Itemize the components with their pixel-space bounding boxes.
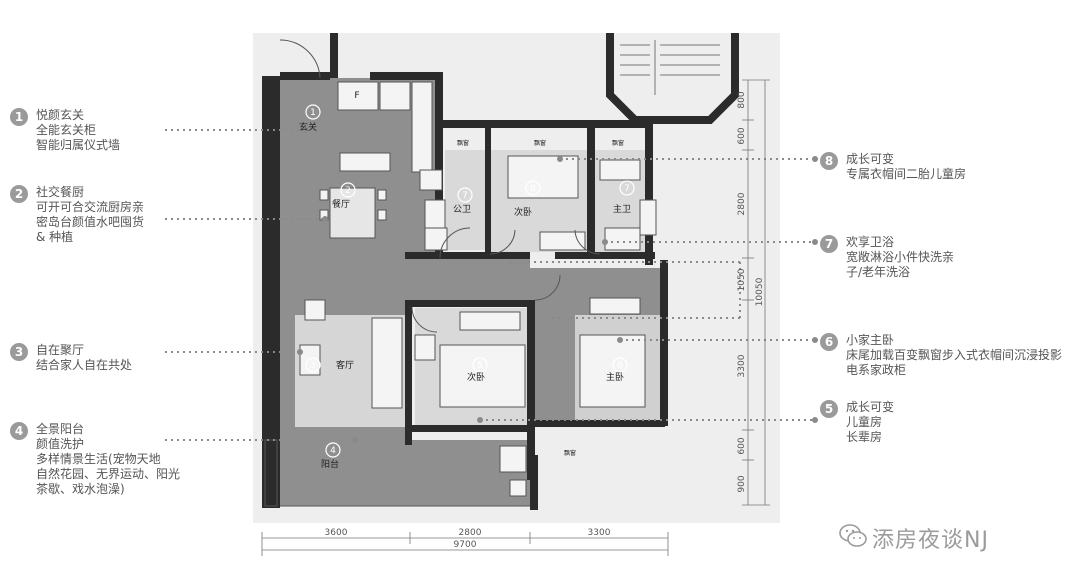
callout-7-line-1: 欢享卫浴 [846,235,895,249]
dim-right-6: 600 [737,437,747,454]
room-label-zhuwo: 主卧 [606,371,624,383]
callout-6-line-1: 小家主卧 [846,333,895,347]
callout-7-line-2: 宽敞淋浴小件快洗亲 [846,250,955,264]
room-label-piaochuang-4: 飘窗 [564,449,576,457]
dim-bottom-2: 2800 [459,528,482,538]
room-num-8: 8 [530,184,536,194]
walls [262,33,668,510]
callout-2-badge: 2 [10,185,28,203]
callout-4-line-5: 茶歇、戏水泡澡) [36,482,125,496]
dim-right-4: 1050 [737,268,747,291]
door-arcs [279,39,601,333]
callout-2-line-1: 社交餐厨 [36,185,85,199]
callout-8-line-1: 成长可变 [846,152,895,166]
room-num-6: 6 [617,361,623,371]
callout-8-line-2: 专属衣帽间二胎儿童房 [846,167,967,181]
callout-4-line-3: 多样情景生活(宠物天地 [36,452,161,466]
right-dimensions [742,79,770,506]
room-num-7a: 7 [462,191,468,201]
dim-right-1: 800 [737,91,747,108]
callout-5-line-3: 长辈房 [846,430,883,444]
room-label-xuanguan: 玄关 [299,121,317,133]
callout-3-line-2: 结合家人自在共处 [36,358,133,372]
callout-7-line-3: 子/老年洗浴 [846,265,911,279]
leader-dots [297,127,818,443]
room-label-piaochuang-2: 飘窗 [534,139,546,147]
callout-4-line-2: 颜值洗护 [36,437,85,451]
room-label-zhuwei: 主卫 [613,203,631,215]
callout-1-badge: 1 [10,108,28,126]
wechat-logo-icon [839,524,867,547]
leader-lines [165,129,815,441]
callout-2-line-2: 可开可合交流厨房亲 [36,200,145,214]
bottom-dimensions [261,532,669,556]
room-num-2: 2 [345,186,351,196]
callout-4-badge: 4 [10,422,28,440]
callout-5-line-1: 成长可变 [846,400,895,414]
room-label-ciwo-bottom: 次卧 [467,371,485,383]
dim-right-2: 600 [737,127,747,144]
callout-4-line-4: 自然花园、无界运动、阳光 [36,467,181,481]
callout-2-line-4: & 种植 [36,230,74,244]
room-num-7b: 7 [624,184,630,194]
callout-2-line-3: 密岛台颜值水吧囤货 [36,215,145,229]
callout-1-line-1: 悦颜玄关 [36,108,85,122]
dim-right-7: 900 [737,475,747,492]
dim-right-3: 2800 [737,192,747,215]
fridge-label: F [354,91,359,101]
balcony-edge [264,439,530,507]
room-label-canting: 餐厅 [332,198,350,210]
callout-6-line-3: 电系家政柜 [846,363,907,377]
callout-3-line-1: 自在聚厅 [36,343,85,357]
room-label-yangtai: 阳台 [321,458,339,470]
room-num-3: 3 [310,361,316,371]
room-label-piaochuang-1: 飘窗 [457,139,469,147]
room-label-keting: 客厅 [336,359,354,371]
dim-right-total: 10050 [755,277,765,306]
room-num-4: 4 [330,446,336,456]
dim-bottom-1: 3600 [325,528,348,538]
dim-right-5: 3300 [737,354,747,377]
dim-bottom-total: 9700 [454,540,477,550]
callout-5-badge: 5 [820,400,838,418]
callout-6-line-2: 床尾加载百变飘窗步入式衣帽间沉浸投影 [846,348,1063,362]
room-number-circles [305,104,635,458]
room-num-5: 5 [477,361,483,371]
room-label-ciwo-top: 次卧 [514,206,532,218]
watermark: 添房夜谈NJ [872,528,989,553]
callout-3-badge: 3 [10,343,28,361]
callout-5-line-2: 儿童房 [846,415,883,429]
callout-6-badge: 6 [820,333,838,351]
callout-8-badge: 8 [820,152,838,170]
callout-7-badge: 7 [820,235,838,253]
room-label-gongwei: 公卫 [453,204,471,215]
room-num-1: 1 [310,108,316,118]
dim-bottom-3: 3300 [588,528,611,538]
furniture [299,81,657,497]
room-label-piaochuang-3: 飘窗 [612,139,624,147]
callout-1-line-3: 智能归属仪式墙 [36,138,121,152]
callout-4-line-1: 全景阳台 [36,422,85,436]
callout-1-line-2: 全能玄关柜 [36,123,97,137]
stair-tower [606,33,739,124]
